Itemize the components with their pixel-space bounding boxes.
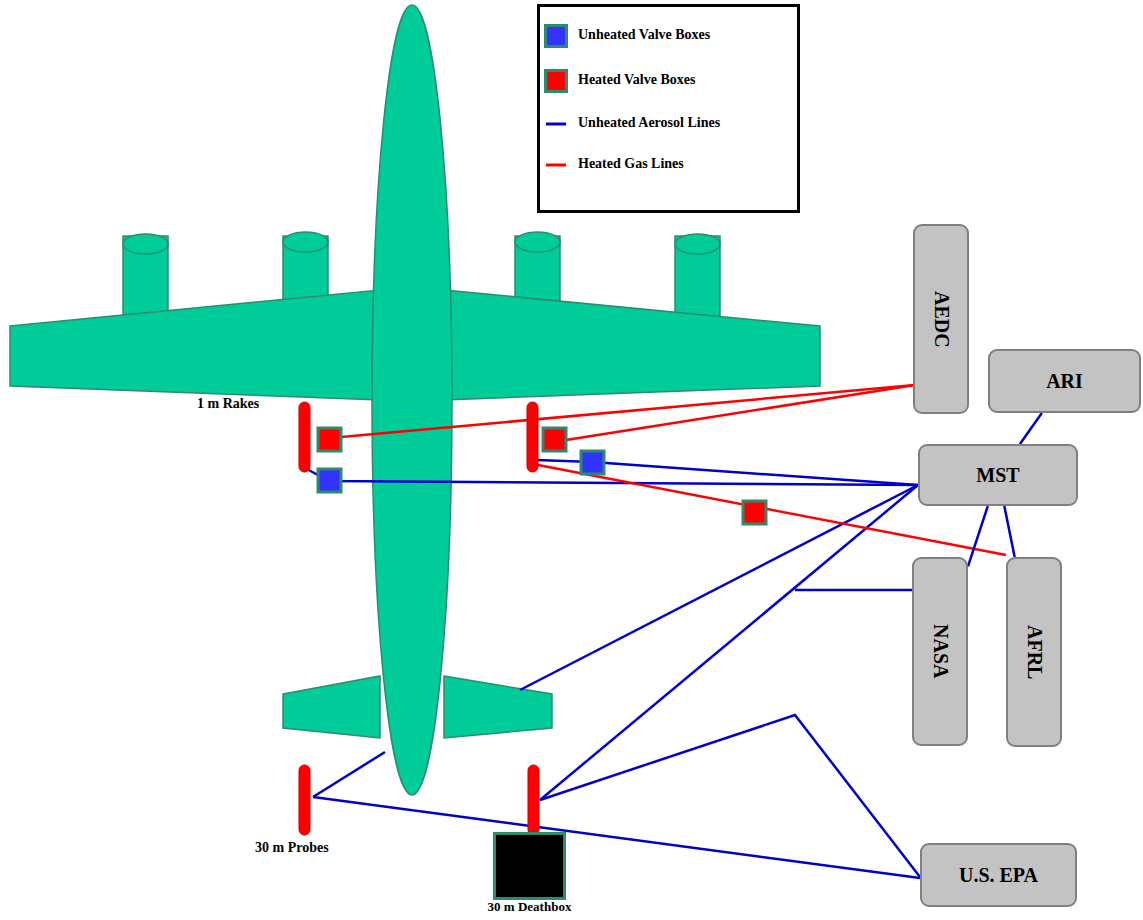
- lab-box: U.S. EPA: [920, 843, 1077, 907]
- lab-name: AEDC: [930, 291, 953, 348]
- probe: [299, 765, 310, 835]
- part-label: 1 m Rakes: [197, 396, 259, 412]
- legend-line-sample: [546, 164, 566, 167]
- legend-text: Heated Gas Lines: [578, 156, 684, 172]
- legend-line-sample: [546, 123, 566, 126]
- rake: [299, 402, 310, 472]
- legend-row: Heated Gas Lines: [540, 153, 797, 177]
- unheated-valve-box: [581, 451, 604, 474]
- wing: [10, 290, 380, 400]
- lab-name: ARI: [1046, 370, 1083, 393]
- engine: [283, 232, 328, 252]
- heated-valve-box: [743, 501, 766, 524]
- lab-box: AEDC: [913, 224, 969, 414]
- engine: [123, 234, 168, 254]
- engine: [515, 232, 560, 252]
- legend-swatch: [544, 24, 568, 48]
- wing: [444, 290, 820, 400]
- lab-box: ARI: [988, 349, 1141, 413]
- tailplane: [283, 676, 380, 738]
- legend-swatch: [544, 69, 568, 93]
- lab-name: AFRL: [1023, 625, 1046, 679]
- deathbox: 30 m Deathbox: [493, 832, 566, 900]
- lab-name: NASA: [929, 624, 952, 678]
- fuselage: [372, 5, 452, 795]
- lab-box: AFRL: [1006, 557, 1062, 747]
- lab-box: MST: [918, 444, 1078, 506]
- engine: [675, 234, 720, 254]
- heated-valve-box: [318, 428, 341, 451]
- lab-name: MST: [976, 464, 1019, 487]
- lab-box: NASA: [912, 557, 968, 746]
- legend-row: Unheated Aerosol Lines: [540, 112, 797, 136]
- gas-lines: [341, 385, 1006, 555]
- probe: [528, 765, 539, 835]
- heated-valve-box: [543, 428, 566, 451]
- legend-row: Unheated Valve Boxes: [540, 24, 797, 48]
- aerosol-line: [1020, 413, 1042, 444]
- tailplane: [444, 676, 552, 738]
- legend: Unheated Valve BoxesHeated Valve BoxesUn…: [537, 4, 800, 213]
- unheated-valve-box: [318, 469, 341, 492]
- rake: [527, 402, 538, 472]
- legend-text: Heated Valve Boxes: [578, 72, 695, 88]
- legend-row: Heated Valve Boxes: [540, 69, 797, 93]
- legend-text: Unheated Aerosol Lines: [578, 115, 720, 131]
- box-heading: 30 m Deathbox: [488, 899, 572, 915]
- aerosol-lines: [305, 460, 920, 878]
- aerosol-line: [1004, 506, 1014, 557]
- legend-text: Unheated Valve Boxes: [578, 27, 710, 43]
- lab-name: U.S. EPA: [959, 864, 1038, 887]
- aerosol-line: [968, 506, 988, 566]
- part-label: 30 m Probes: [255, 840, 329, 856]
